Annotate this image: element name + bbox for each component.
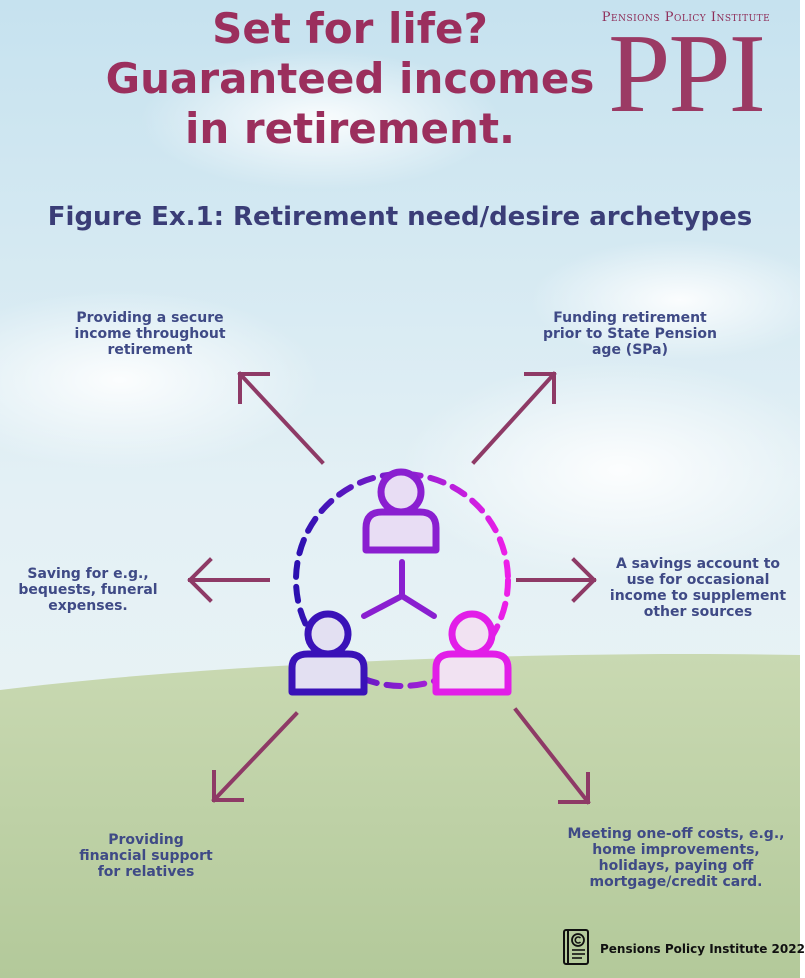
book-copyright-icon: [563, 929, 589, 965]
arrow-upper-right: [471, 371, 557, 465]
person-right: [432, 610, 512, 696]
archetype-label-support-relatives: Providing financial support for relative…: [79, 832, 213, 880]
figure-title: Figure Ex.1: Retirement need/desire arch…: [47, 202, 753, 232]
arrow-upper-left: [237, 371, 325, 465]
archetype-label-secure-income: Providing a secure income throughout ret…: [74, 310, 226, 358]
arrow-lower-right: [513, 707, 591, 805]
archetype-label-bequests: Saving for e.g., bequests, funeral expen…: [18, 566, 158, 614]
main-title-line-1: Set for life?: [212, 4, 488, 53]
arrow-lower-left: [211, 711, 299, 803]
ppi-logo: PPI: [608, 12, 766, 136]
main-title-line-3: in retirement.: [185, 104, 515, 153]
arrows: [187, 371, 597, 805]
footer-credit: Pensions Policy Institute 2022: [600, 942, 805, 956]
person-left: [288, 610, 368, 696]
archetype-label-one-off-costs: Meeting one-off costs, e.g., home improv…: [567, 826, 785, 890]
archetype-label-savings-account: A savings account to use for occasional …: [609, 556, 787, 620]
arrow-left: [187, 557, 270, 603]
brand-name: Pensions Policy Institute: [601, 10, 771, 25]
archetype-label-funding-before-spa: Funding retirement prior to State Pensio…: [542, 310, 718, 358]
main-title-line-2: Guaranteed incomes: [105, 54, 595, 103]
footer: Pensions Policy Institute 2022: [560, 928, 805, 968]
arrow-right: [516, 557, 597, 603]
person-top: [362, 468, 440, 554]
people-network-icon: [288, 468, 512, 696]
